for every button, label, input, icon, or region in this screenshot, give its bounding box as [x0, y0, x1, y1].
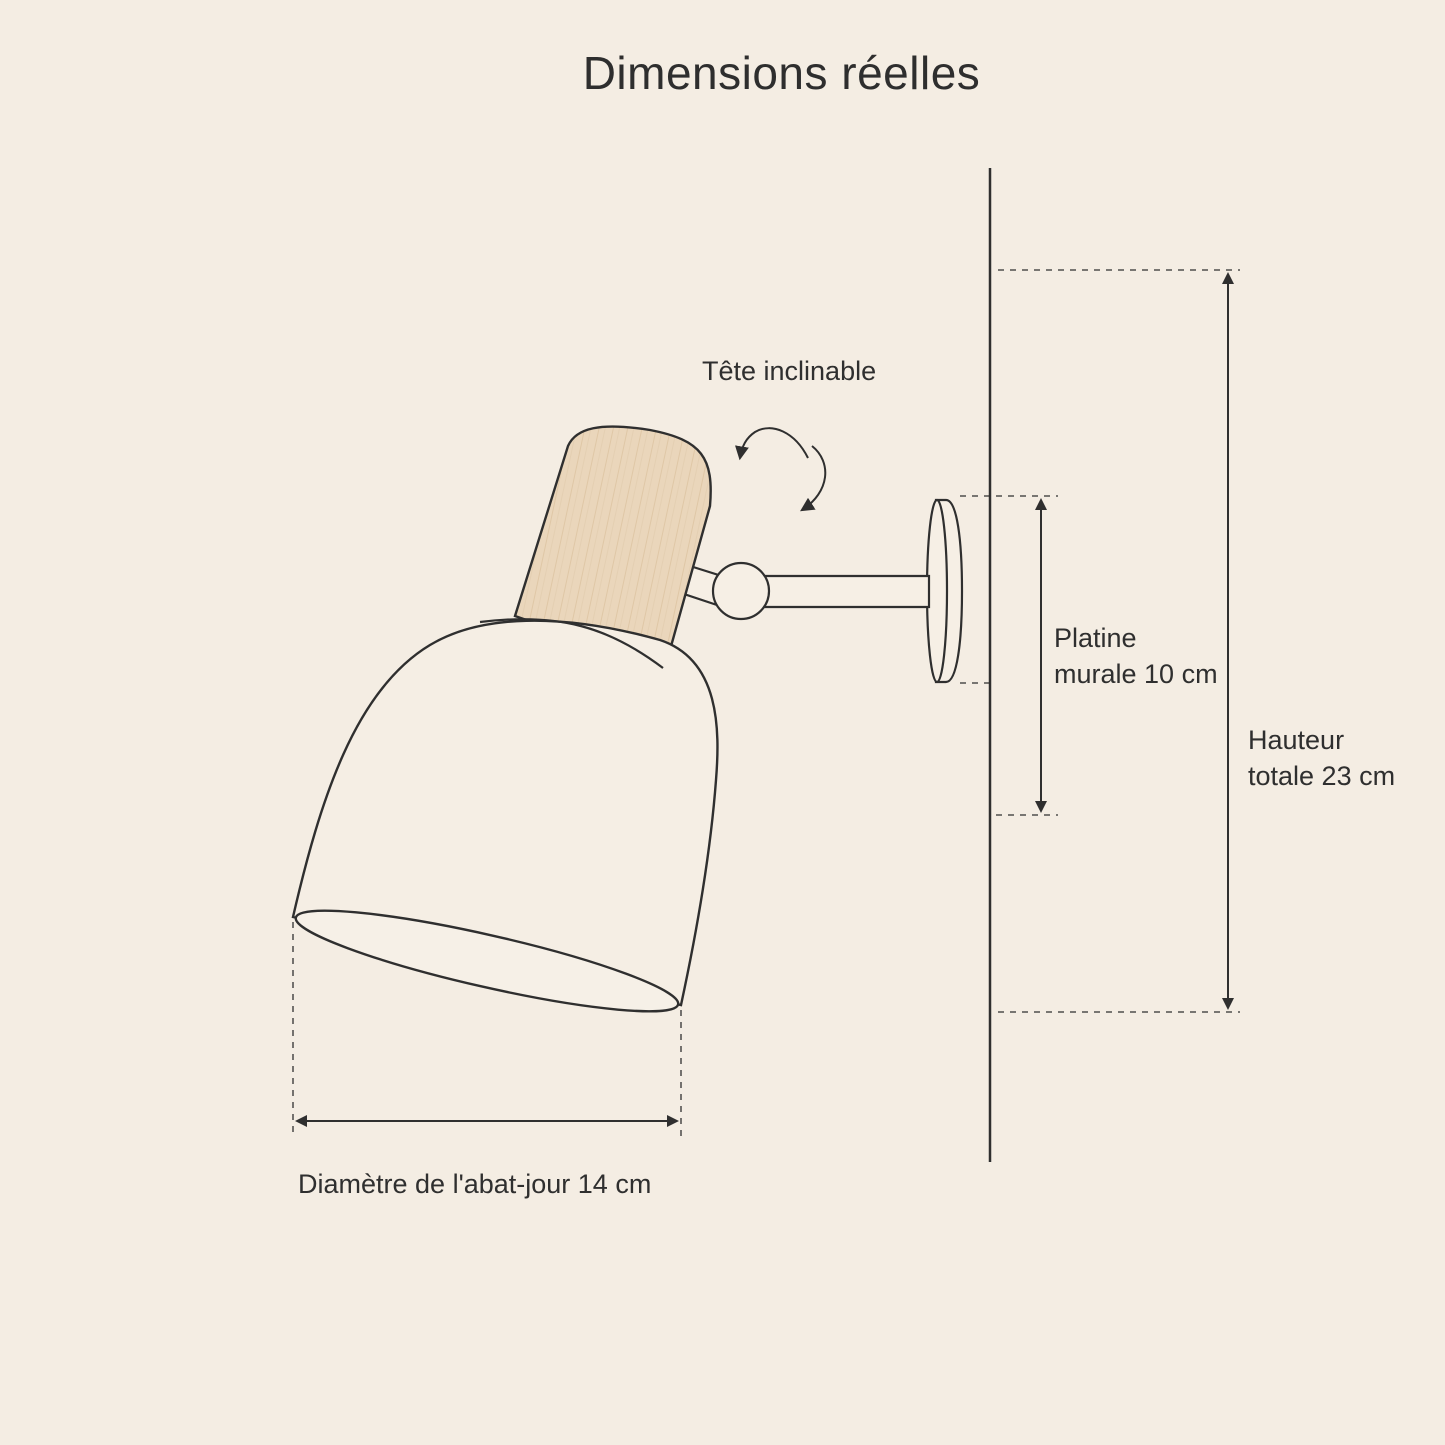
- tilt-head-label: Tête inclinable: [702, 356, 877, 386]
- total-height-label-line1: Hauteur: [1248, 725, 1345, 755]
- total-height-label-line2: totale 23 cm: [1248, 761, 1396, 791]
- tilt-arrow-upper: [735, 427, 809, 461]
- total-height-label: Hauteur totale 23 cm: [1248, 722, 1395, 794]
- shade-opening: [294, 909, 680, 1013]
- shade-collar: [479, 618, 664, 669]
- tilt-arrow-lower: [800, 445, 827, 512]
- lamp-arm: [760, 574, 931, 609]
- page-title: Dimensions réelles: [582, 47, 981, 99]
- wall-plate-label-line2: murale 10 cm: [1054, 659, 1218, 689]
- wall-plate-label: Platine murale 10 cm: [1054, 620, 1218, 692]
- wooden-head: [513, 425, 712, 670]
- wall-plate-label-line1: Platine: [1054, 623, 1137, 653]
- ball-joint: [711, 561, 771, 621]
- shade-diameter-label: Diamètre de l'abat-jour 14 cm: [298, 1169, 652, 1199]
- lamp-shade: [291, 619, 719, 1007]
